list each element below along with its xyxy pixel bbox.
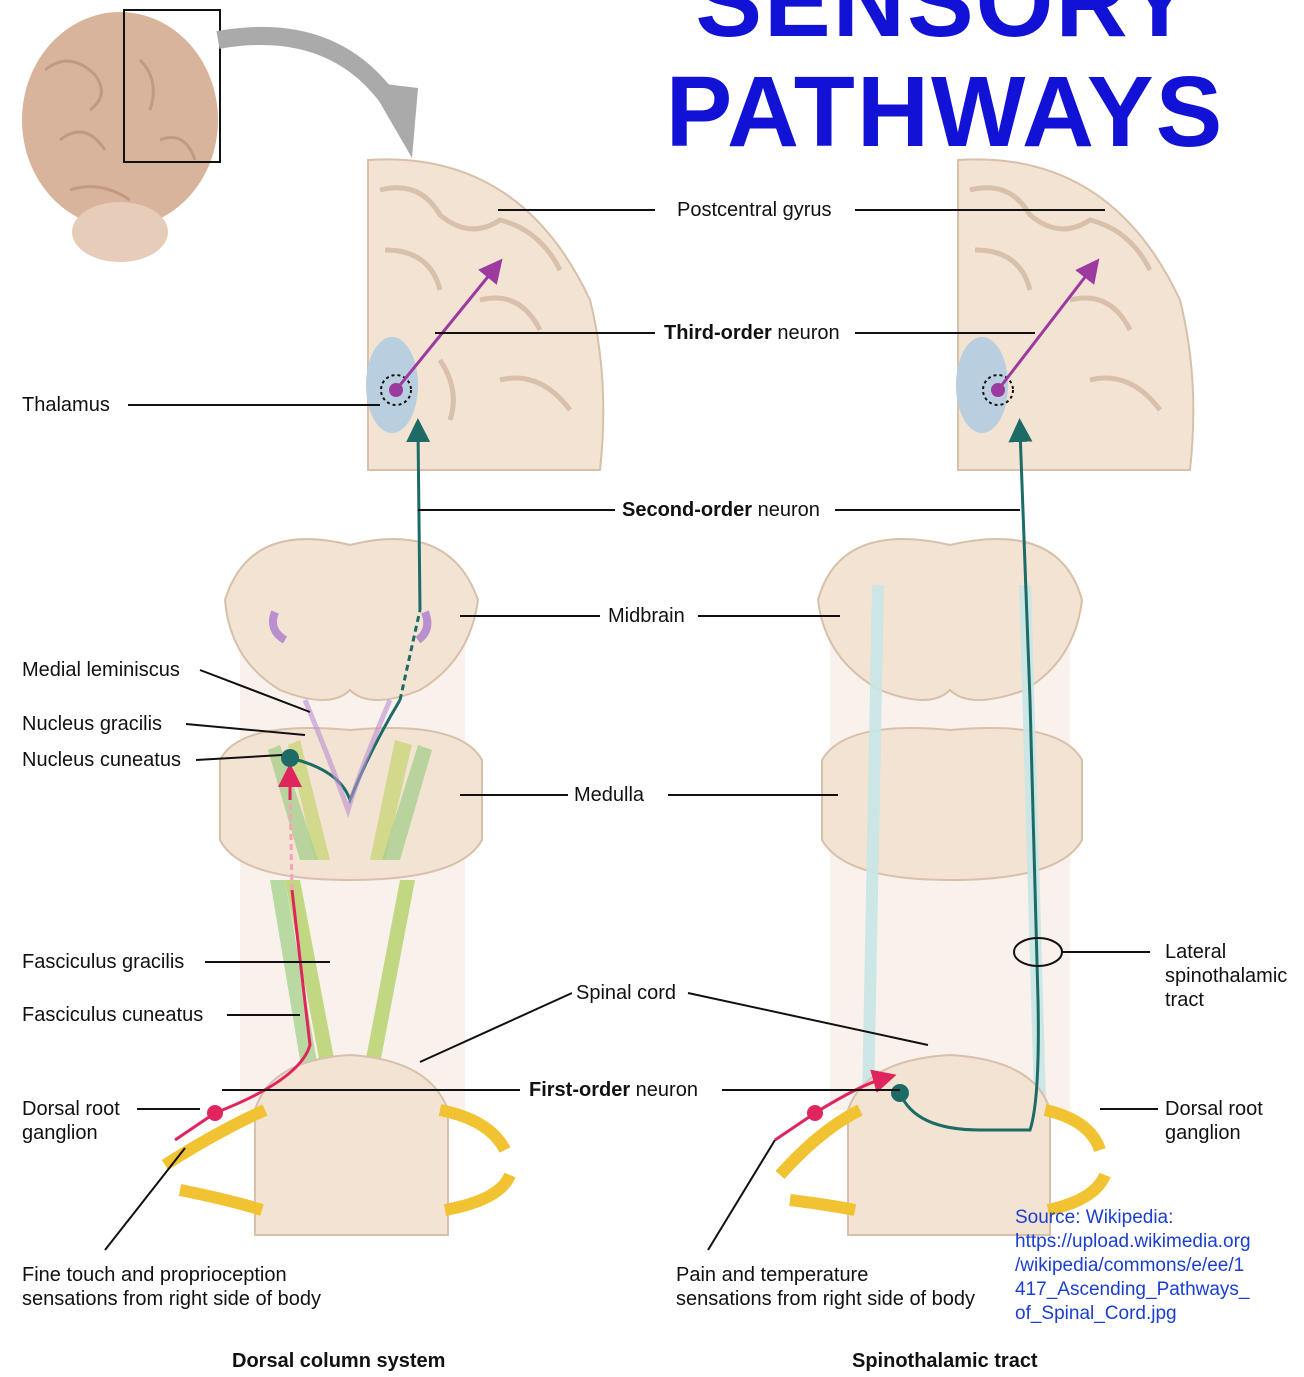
label-third-order-bold: Third-order [664, 322, 772, 344]
title-line-2: PATHWAYS [600, 62, 1290, 162]
label-dorsal-root-ganglion-right: Dorsal root ganglion [1165, 1097, 1263, 1145]
label-fine-touch-sensations: Fine touch and proprioception sensations… [22, 1263, 321, 1311]
caption-dorsal-column-system: Dorsal column system [232, 1350, 445, 1373]
label-third-order-rest: neuron [772, 322, 840, 344]
right-cortex-section [956, 159, 1193, 470]
label-first-order-bold: First-order [529, 1079, 630, 1101]
right-medulla-shape [822, 728, 1082, 880]
left-spinal-cord-shape [255, 1055, 448, 1235]
label-nucleus-gracilis: Nucleus gracilis [22, 712, 162, 736]
caption-spinothalamic-tract: Spinothalamic tract [852, 1350, 1038, 1373]
label-dorsal-root-ganglion-left: Dorsal root ganglion [22, 1097, 120, 1145]
label-second-order-rest: neuron [752, 499, 820, 521]
label-first-order-rest: neuron [630, 1079, 698, 1101]
label-fasciculus-cuneatus: Fasciculus cuneatus [22, 1003, 203, 1027]
brain-thumbnail [22, 10, 220, 262]
label-pain-temperature-sensations: Pain and temperature sensations from rig… [676, 1263, 975, 1311]
left-spinal-column [165, 539, 510, 1235]
label-second-order-neuron: Second-order neuron [618, 498, 824, 522]
label-first-order-neuron: First-order neuron [525, 1078, 702, 1102]
label-midbrain: Midbrain [604, 604, 689, 628]
label-fasciculus-gracilis: Fasciculus gracilis [22, 950, 184, 974]
zoom-arrow [218, 36, 418, 158]
label-third-order-neuron: Third-order neuron [660, 321, 844, 345]
title-line-1: SENSORY [600, 0, 1290, 52]
right-midbrain-shape [818, 539, 1082, 700]
label-second-order-bold: Second-order [622, 499, 752, 521]
right-spinal-column [780, 539, 1105, 1235]
label-nucleus-cuneatus: Nucleus cuneatus [22, 748, 181, 772]
label-lateral-spinothalamic-tract: Lateral spinothalamic tract [1165, 940, 1287, 1012]
source-credit: Source: Wikipedia: https://upload.wikime… [1015, 1206, 1300, 1326]
left-cortex-section [366, 159, 603, 470]
label-postcentral-gyrus: Postcentral gyrus [673, 198, 836, 222]
label-medulla: Medulla [570, 783, 648, 807]
left-midbrain-shape [225, 539, 478, 700]
label-spinal-cord: Spinal cord [572, 981, 680, 1005]
label-thalamus: Thalamus [22, 393, 110, 417]
label-medial-lemniscus: Medial leminiscus [22, 658, 180, 682]
